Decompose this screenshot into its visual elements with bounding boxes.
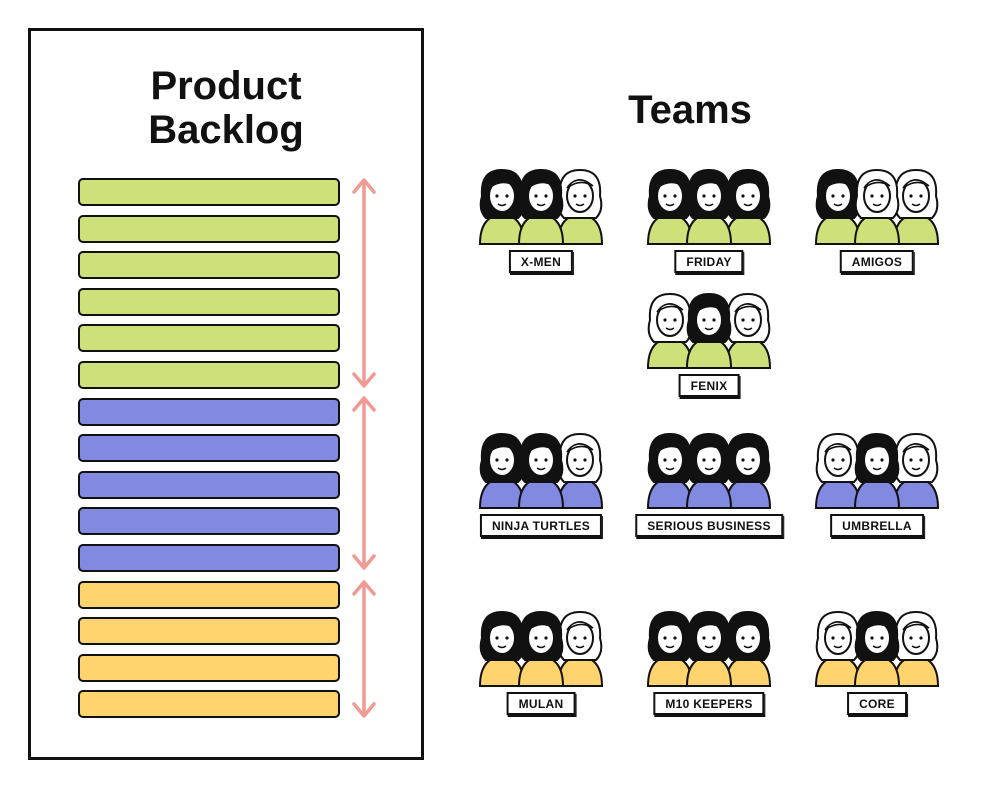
team-card: FENIX	[624, 290, 794, 400]
team-people-icon	[646, 168, 772, 245]
team-people-icon	[814, 168, 940, 245]
backlog-item	[78, 580, 340, 609]
team-label: CORE	[847, 692, 907, 715]
team-label: M10 KEEPERS	[653, 692, 765, 715]
team-people-icon	[646, 610, 772, 687]
backlog-item	[78, 361, 340, 389]
team-card: CORE	[792, 608, 962, 718]
backlog-item	[78, 690, 340, 719]
backlog-item	[78, 214, 340, 243]
backlog-item	[78, 544, 340, 572]
team-label: FENIX	[678, 374, 740, 397]
team-people-icon	[478, 168, 604, 245]
backlog-title: Product Backlog	[28, 64, 424, 152]
team-label: NINJA TURTLES	[479, 514, 603, 537]
team-card: X-MEN	[456, 166, 626, 276]
team-label: MULAN	[506, 692, 576, 715]
team-label: SERIOUS BUSINESS	[635, 514, 783, 537]
team-card: NINJA TURTLES	[456, 430, 626, 540]
team-people-icon	[478, 610, 604, 687]
team-label: AMIGOS	[839, 250, 915, 273]
team-card: AMIGOS	[792, 166, 962, 276]
backlog-item	[78, 470, 340, 499]
team-label: FRIDAY	[674, 250, 744, 273]
team-card: UMBRELLA	[792, 430, 962, 540]
backlog-title-line1: Product	[150, 64, 302, 108]
team-people-icon	[646, 432, 772, 509]
team-card: MULAN	[456, 608, 626, 718]
backlog-title-line2: Backlog	[148, 108, 304, 152]
team-card: SERIOUS BUSINESS	[624, 430, 794, 540]
team-label: X-MEN	[508, 250, 574, 273]
team-card: FRIDAY	[624, 166, 794, 276]
backlog-item	[78, 617, 340, 646]
team-people-icon	[646, 292, 772, 369]
backlog-item	[78, 507, 340, 536]
backlog-item	[78, 434, 340, 463]
backlog-item	[78, 287, 340, 316]
backlog-item	[78, 324, 340, 353]
backlog-item	[78, 251, 340, 280]
backlog-item	[78, 178, 340, 206]
backlog-item	[78, 653, 340, 682]
teams-title: Teams	[628, 88, 752, 132]
team-card: M10 KEEPERS	[624, 608, 794, 718]
backlog-item	[78, 397, 340, 426]
team-label: UMBRELLA	[830, 514, 924, 537]
team-people-icon	[814, 432, 940, 509]
team-people-icon	[814, 610, 940, 687]
team-people-icon	[478, 432, 604, 509]
